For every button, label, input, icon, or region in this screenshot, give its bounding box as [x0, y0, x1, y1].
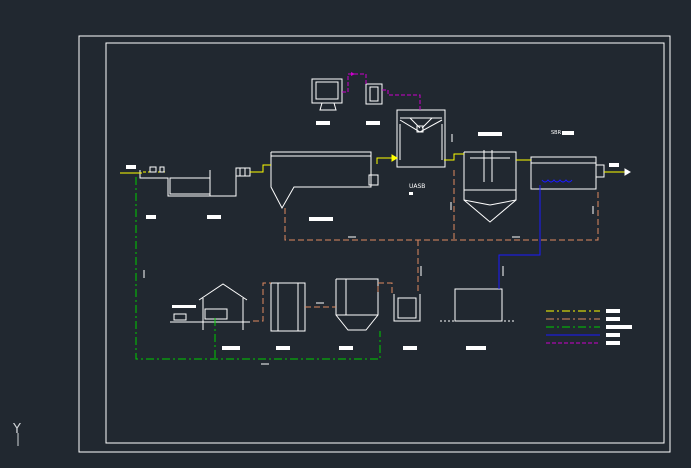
water-pipeline	[120, 153, 631, 176]
storage-tank-label	[339, 346, 353, 350]
hydrolysis-tank-label	[309, 217, 333, 221]
ucs-y-axis-icon: Y	[12, 422, 21, 446]
blower-house-label	[466, 346, 486, 350]
outer-border	[78, 35, 671, 453]
inlet-label	[126, 165, 136, 169]
sludge-thickener	[270, 282, 306, 350]
sludge-pipeline	[135, 177, 381, 360]
legend-air-label	[606, 333, 620, 337]
air-pipeline	[498, 185, 541, 289]
hydrolysis-tank	[270, 151, 379, 221]
sbr-tank: SBR	[530, 130, 619, 190]
computer-monitor-icon	[311, 78, 343, 125]
sludge-pit-label	[403, 346, 417, 350]
legend	[546, 309, 632, 345]
thickener-label	[276, 346, 290, 350]
control-cabinet	[365, 83, 383, 125]
dewatering-shed-label	[222, 346, 240, 350]
sludge-pit	[393, 294, 421, 350]
sludge-storage-tank	[335, 278, 379, 350]
grit-chamber-label	[146, 215, 156, 219]
collection-tank-label	[207, 215, 221, 219]
grit-chamber	[139, 166, 251, 219]
control-pipeline	[342, 72, 421, 110]
control-cabinet-label	[366, 121, 380, 125]
flow-arrows	[143, 134, 594, 365]
legend-water-label	[606, 309, 620, 313]
sbr-label: SBR	[551, 130, 562, 136]
uasb-sub-label	[409, 192, 413, 195]
sbr-label-tag	[562, 131, 574, 135]
sludge-dewatering-shed	[170, 283, 250, 350]
blower-house	[440, 288, 516, 350]
inner-border	[105, 42, 665, 444]
uasb-reactor: UASB	[396, 109, 446, 195]
legend-return-label	[606, 317, 620, 321]
clarifier-label	[478, 132, 502, 136]
axis-label-y: Y	[12, 422, 21, 437]
legend-sludge-label	[606, 325, 632, 329]
clarifier	[463, 132, 517, 223]
uasb-label: UASB	[409, 183, 425, 190]
return-pipeline	[253, 170, 599, 322]
legend-control-label	[606, 341, 620, 345]
computer-label	[316, 121, 330, 125]
outlet-label	[609, 163, 619, 167]
